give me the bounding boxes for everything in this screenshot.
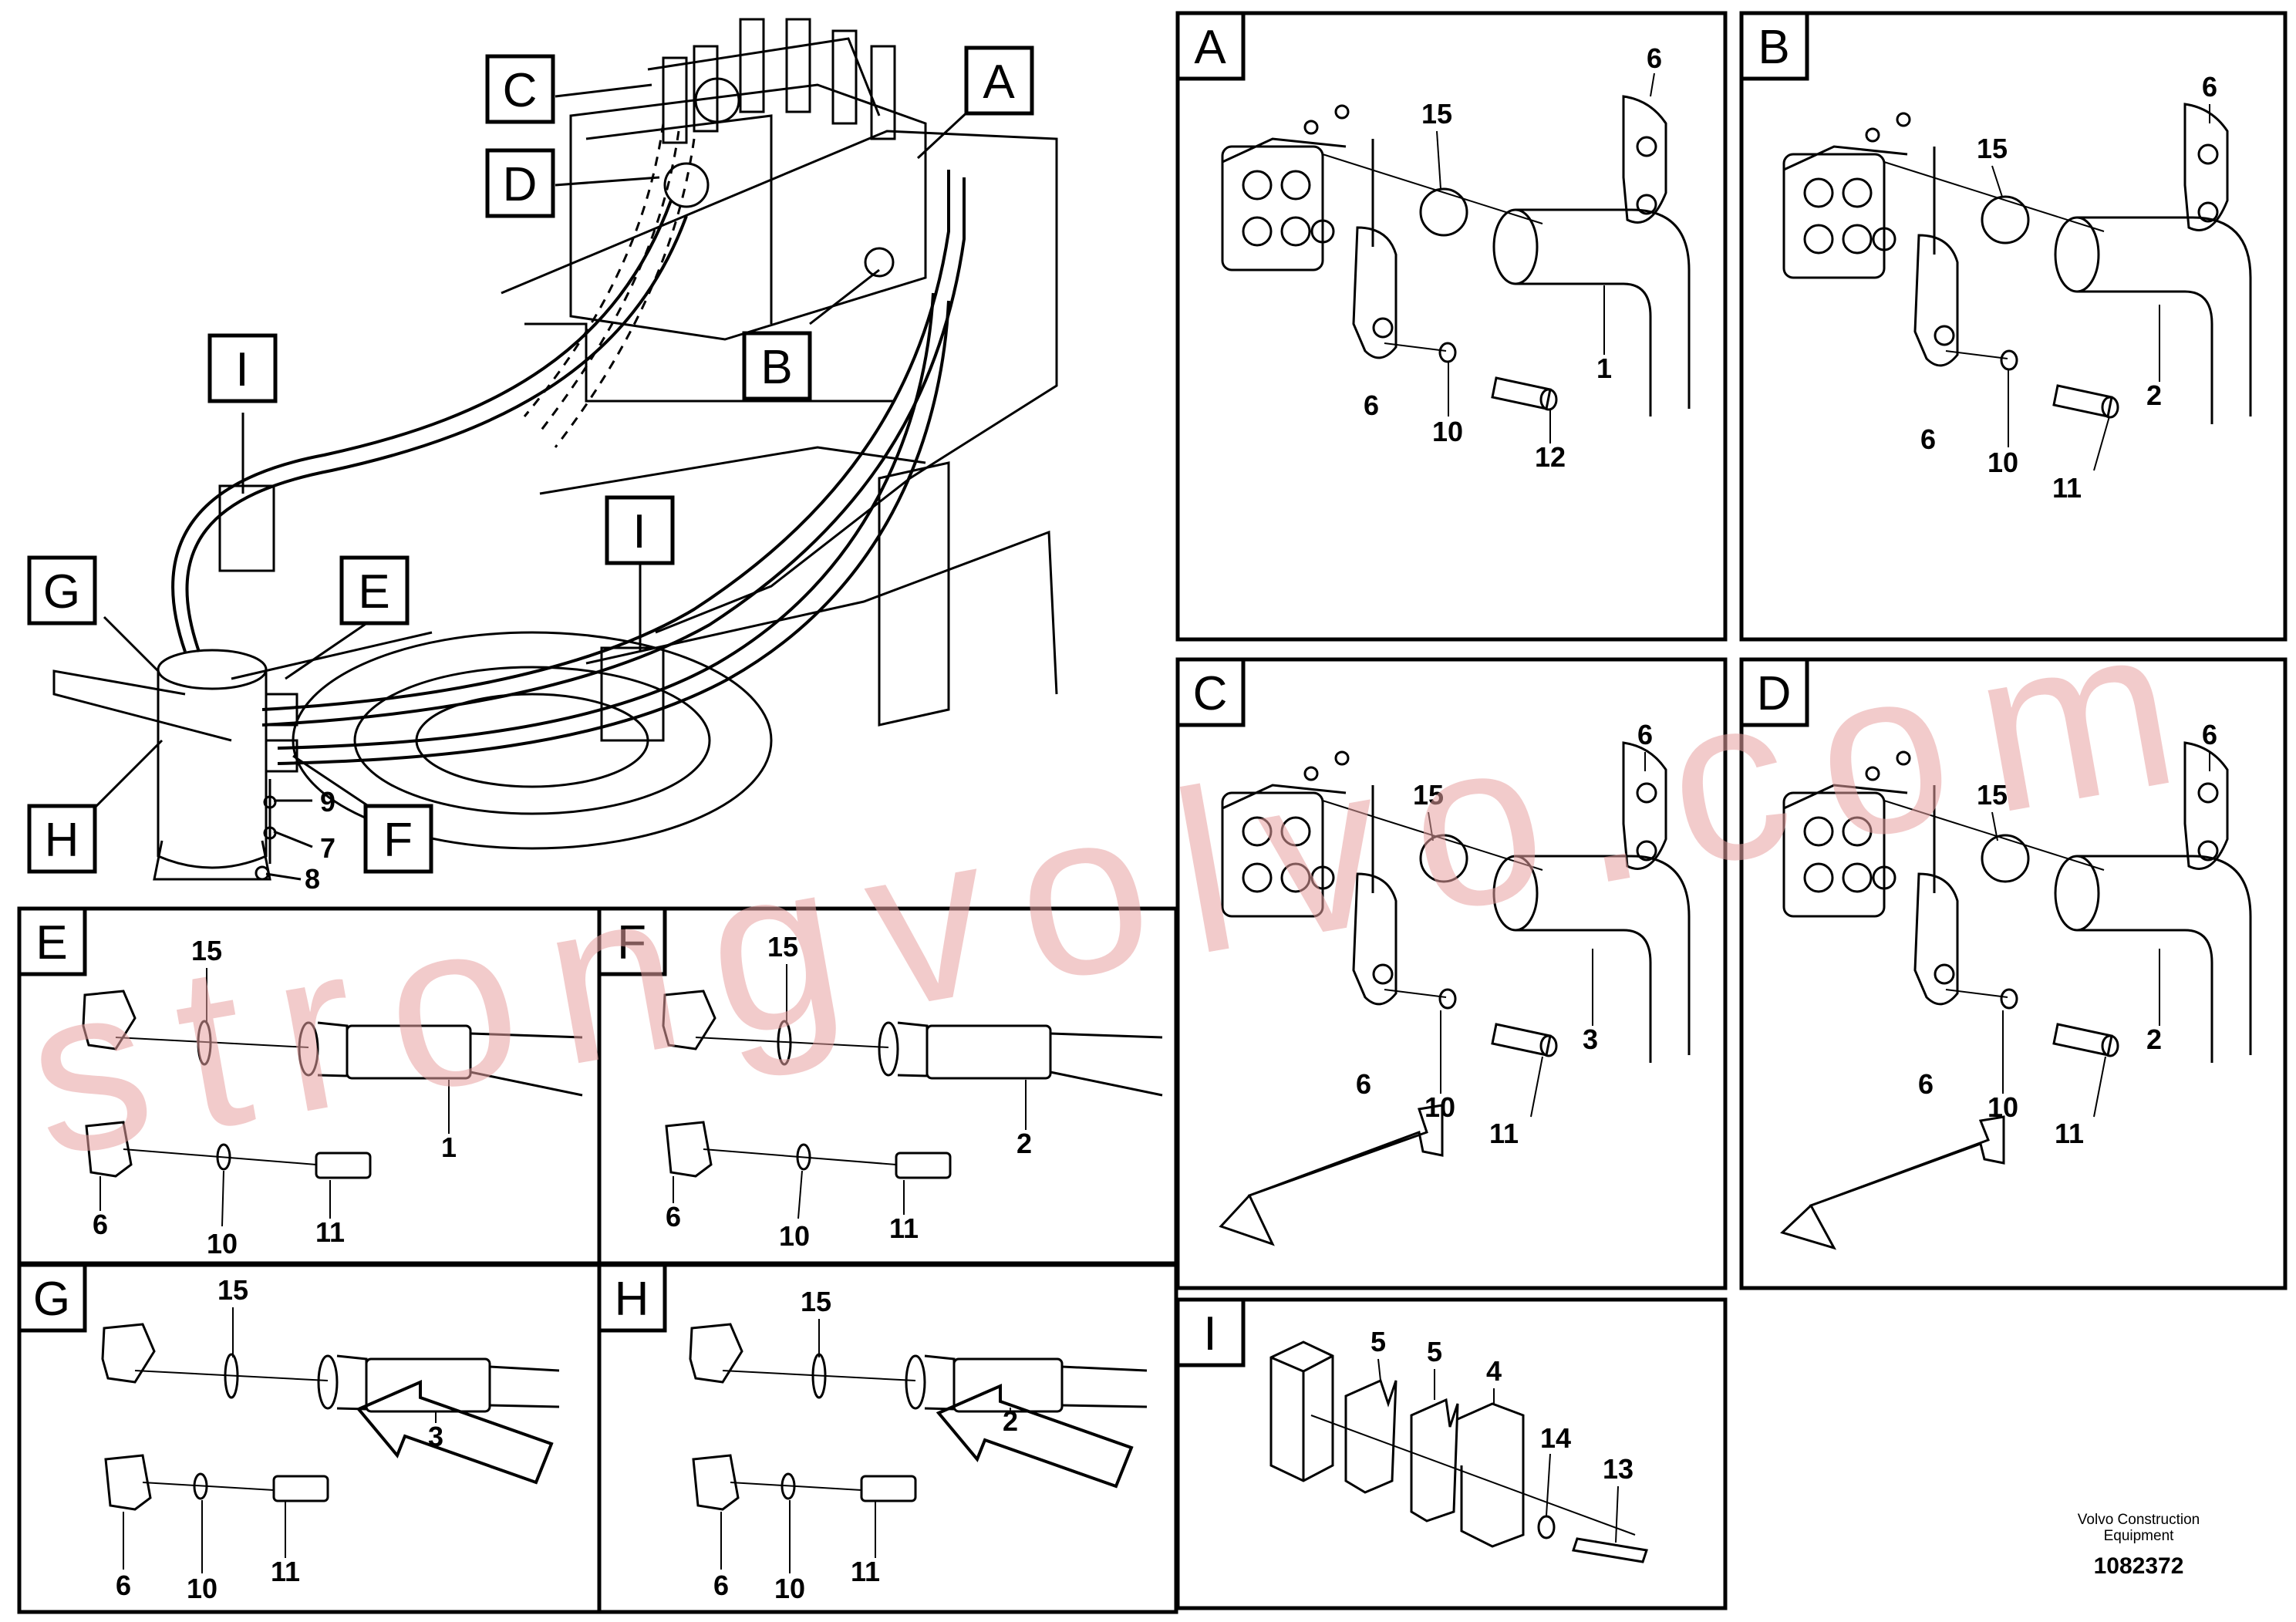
panel-D-label-15: 15	[1977, 779, 2008, 811]
panel-B-label-15: 15	[1977, 133, 2008, 164]
panel-G-label-11: 11	[271, 1556, 300, 1587]
panel-F-title: F	[617, 916, 646, 969]
callout-G: G	[43, 565, 80, 619]
part-9: 9	[320, 786, 335, 818]
panel-E-label-10: 10	[207, 1228, 238, 1259]
panel-G-label-6: 6	[116, 1570, 131, 1601]
panel-E-label-15: 15	[191, 935, 222, 966]
panel-F-label-15: 15	[767, 931, 798, 963]
panel-frames	[17, 11, 2288, 1614]
panel-B-title: B	[1758, 21, 1789, 74]
overview-part-numbers: 9 7 8	[305, 786, 335, 895]
panel-B-frame	[1739, 11, 2288, 642]
panel-A-title: A	[1194, 21, 1226, 74]
panel-H-drawing	[689, 1323, 1148, 1511]
panel-F-label-2: 2	[1017, 1128, 1032, 1159]
panel-D-frame	[1739, 657, 2288, 1290]
panel-I-label-14: 14	[1540, 1422, 1571, 1454]
panel-C-label-3: 3	[1583, 1023, 1598, 1055]
panel-C-label-11: 11	[1489, 1118, 1519, 1149]
panel-A-label-1: 1	[1596, 352, 1612, 384]
panel-C-label-10: 10	[1424, 1091, 1455, 1123]
panel-C-title: C	[1193, 667, 1228, 720]
callout-B: B	[760, 341, 792, 394]
panel-G-label-10: 10	[187, 1573, 217, 1604]
panel-A-label-10: 10	[1432, 416, 1463, 447]
watermark-text: strongvolvo.com	[10, 568, 2227, 1207]
panel-D-label-2: 2	[2146, 1023, 2162, 1055]
panel-B-drawing	[1782, 103, 2252, 424]
panel-I-label-5a: 5	[1371, 1326, 1386, 1357]
panel-H-label-10: 10	[774, 1573, 805, 1604]
panel-F-label-11: 11	[889, 1212, 919, 1244]
callout-I-right: I	[632, 505, 646, 558]
panel-F-label-6: 6	[666, 1201, 681, 1233]
panel-H-title: H	[615, 1273, 649, 1326]
panel-B-label-6-bottom: 6	[1920, 423, 1936, 455]
panel-A-frame	[1175, 11, 1728, 642]
callout-C: C	[503, 64, 538, 117]
panel-G-drawing	[101, 1323, 560, 1511]
callout-A: A	[983, 56, 1015, 109]
callout-F: F	[383, 814, 413, 867]
panel-B-label-2: 2	[2146, 379, 2162, 411]
panel-G-label-15: 15	[217, 1274, 248, 1306]
panel-D-title: D	[1757, 667, 1792, 720]
panel-C-label-15: 15	[1413, 779, 1444, 811]
panel-E-label-1: 1	[441, 1131, 457, 1163]
panel-I-title: I	[1203, 1307, 1216, 1361]
overview-callout-boxes	[27, 46, 1034, 874]
callout-I-left: I	[235, 343, 248, 396]
footer-company-line1: Volvo Construction	[2078, 1512, 2200, 1528]
panel-A-label-6-top: 6	[1647, 42, 1662, 74]
panel-D-drawing	[1780, 741, 2252, 1250]
panel-A-label-15: 15	[1421, 98, 1452, 130]
panel-C-label-6-top: 6	[1637, 719, 1653, 750]
panel-C-drawing	[1219, 741, 1691, 1246]
panel-G-frame	[17, 1263, 602, 1614]
panel-E-drawing	[82, 990, 583, 1179]
callout-D: D	[503, 158, 538, 211]
panel-E-title: E	[35, 916, 67, 969]
panel-D-label-6-top: 6	[2202, 719, 2217, 750]
panel-H-frame	[597, 1263, 1178, 1614]
part-7: 7	[320, 832, 335, 864]
panel-E-label-6: 6	[93, 1209, 108, 1240]
panel-D-label-10: 10	[1988, 1091, 2018, 1123]
footer-part-number: 1082372	[2094, 1553, 2184, 1579]
panel-B-label-11: 11	[2052, 472, 2082, 504]
panel-H-label-11: 11	[851, 1556, 880, 1587]
callout-H: H	[45, 814, 79, 867]
panel-H-label-15: 15	[801, 1286, 831, 1317]
panel-B-label-6-top: 6	[2202, 71, 2217, 103]
panel-A-label-12: 12	[1535, 441, 1566, 473]
callout-E: E	[358, 565, 389, 619]
panel-A-drawing	[1221, 95, 1691, 416]
panel-F-label-10: 10	[779, 1220, 810, 1252]
panel-I-drawing	[1269, 1340, 1648, 1563]
panel-E-label-11: 11	[315, 1216, 345, 1248]
panel-H-label-6: 6	[713, 1570, 729, 1601]
panel-I-label-13: 13	[1603, 1453, 1633, 1485]
part-8: 8	[305, 863, 320, 895]
overview-illustration	[52, 18, 1058, 881]
panel-C-label-6-bottom: 6	[1356, 1068, 1371, 1100]
panel-G-label-3: 3	[428, 1421, 443, 1452]
overview-callout-letters: C A D B I I G E H F	[43, 56, 1015, 867]
panel-I-label-5b: 5	[1427, 1336, 1442, 1367]
overview-leaders	[91, 83, 973, 881]
panel-H-label-2: 2	[1003, 1405, 1018, 1437]
footer-company-line2: Equipment	[2104, 1528, 2175, 1544]
panel-F-drawing	[662, 990, 1163, 1179]
panel-I-label-4: 4	[1486, 1355, 1502, 1387]
panel-A-label-6-bottom: 6	[1364, 389, 1379, 421]
panel-G-title: G	[33, 1273, 70, 1326]
panel-D-label-6-bottom: 6	[1918, 1068, 1934, 1100]
panel-D-label-11: 11	[2055, 1118, 2084, 1149]
panel-B-label-10: 10	[1988, 447, 2018, 478]
